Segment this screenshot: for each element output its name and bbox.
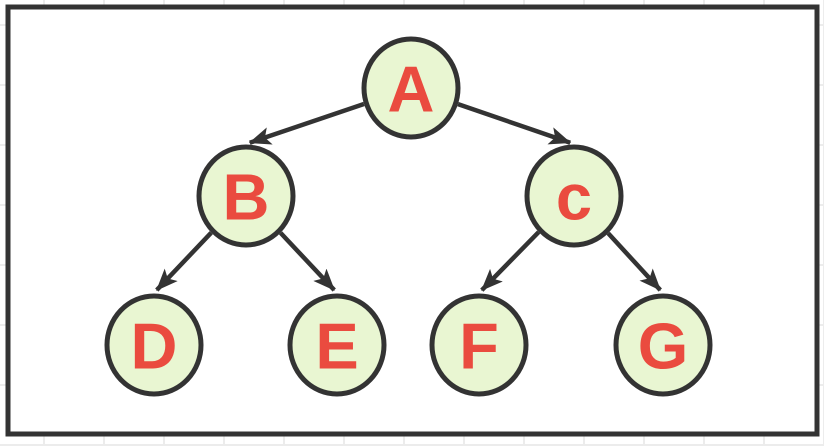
node-G-circle <box>613 293 713 397</box>
node-B-label: B <box>223 160 270 233</box>
node-E-label: E <box>315 309 358 382</box>
node-c-circle <box>524 144 624 248</box>
node-B-circle <box>196 144 296 248</box>
tree-node-E: E <box>287 293 387 397</box>
edge-A-B <box>248 101 365 145</box>
tree-node-F: F <box>429 293 529 397</box>
edge-c-F <box>480 230 541 292</box>
tree-node-G: G <box>613 293 713 397</box>
edge-B-D <box>155 231 213 292</box>
node-A-label: A <box>388 52 435 125</box>
edge-A-c <box>457 102 572 145</box>
tree-node-A: A <box>361 36 461 140</box>
node-F-label: F <box>459 309 499 382</box>
node-A-circle <box>361 36 461 140</box>
edge-B-E <box>278 231 336 292</box>
node-D-circle <box>104 293 204 397</box>
edge-c-G <box>606 231 662 292</box>
node-F-circle <box>429 293 529 397</box>
node-D-label: D <box>131 309 178 382</box>
node-E-circle <box>287 293 387 397</box>
node-c-label: c <box>556 160 592 233</box>
tree-node-B: B <box>196 144 296 248</box>
tree-node-c: c <box>524 144 624 248</box>
node-G-label: G <box>638 309 689 382</box>
tree-node-D: D <box>104 293 204 397</box>
